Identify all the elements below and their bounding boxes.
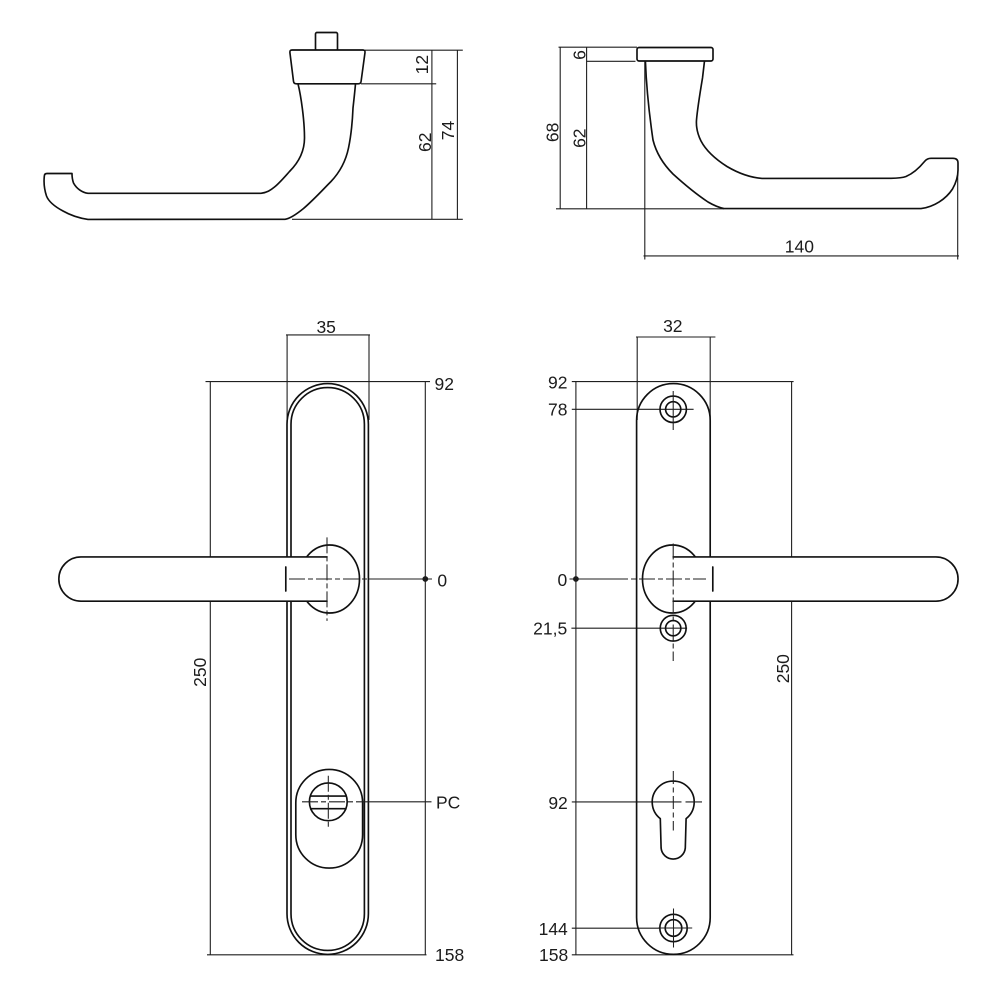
svg-text:158: 158 [539,945,568,965]
svg-text:0: 0 [557,570,567,590]
svg-text:62: 62 [415,133,435,152]
svg-text:140: 140 [785,236,814,256]
svg-text:74: 74 [438,121,458,141]
svg-text:250: 250 [773,654,793,683]
svg-text:158: 158 [435,945,464,965]
svg-text:62: 62 [570,128,590,147]
svg-text:78: 78 [548,400,567,420]
svg-text:PC: PC [436,792,460,812]
svg-text:92: 92 [548,373,567,393]
svg-text:92: 92 [435,374,454,394]
svg-text:144: 144 [539,919,568,939]
svg-text:35: 35 [316,317,335,337]
svg-text:250: 250 [190,657,210,686]
svg-text:12: 12 [412,55,432,74]
svg-text:32: 32 [663,316,682,336]
svg-text:92: 92 [548,793,567,813]
svg-text:68: 68 [542,123,562,142]
svg-text:0: 0 [437,571,447,591]
svg-text:6: 6 [570,50,590,60]
svg-text:21,5: 21,5 [533,618,567,638]
